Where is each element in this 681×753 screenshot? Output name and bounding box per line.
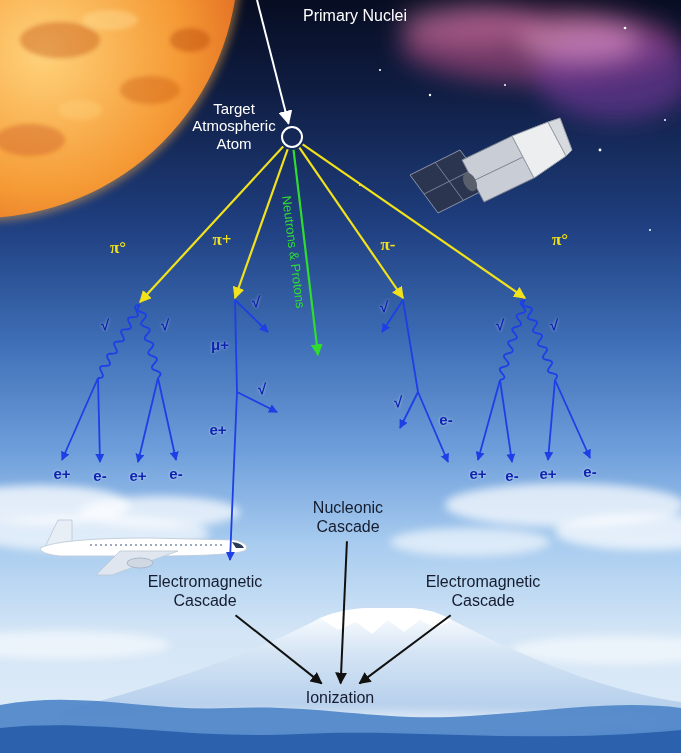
- cascade-label: Electromagnetic Cascade: [135, 572, 275, 610]
- nebula: [400, 3, 681, 120]
- result-node: Ionization: [302, 686, 379, 709]
- particle-label: μ+: [211, 337, 229, 354]
- particle-label: e-: [169, 466, 182, 483]
- cascade-node: Electromagnetic Cascade: [409, 570, 557, 612]
- particle-label: √: [101, 317, 109, 334]
- hills: [0, 700, 681, 753]
- particle-track: [230, 392, 237, 560]
- pion-label: π+: [212, 231, 231, 250]
- particle-label: √: [161, 317, 169, 334]
- particle-label: e+: [469, 466, 486, 483]
- cascade-label: Electromagnetic Cascade: [413, 572, 553, 610]
- cascade-label: Nucleonic Cascade: [293, 498, 403, 536]
- pion-label: π°: [110, 239, 126, 258]
- atom-circle: Target Atmospheric Atom: [281, 126, 303, 148]
- pion-arrow: [299, 148, 403, 298]
- pion-arrow: [235, 149, 288, 298]
- particle-label: e+: [129, 468, 146, 485]
- stars: [359, 27, 666, 231]
- particle-label: √: [380, 299, 388, 316]
- particle-track: [138, 378, 158, 462]
- photon-track: [138, 305, 161, 378]
- cascade-node: Electromagnetic Cascade: [131, 570, 279, 612]
- pion-label: π°: [552, 231, 568, 250]
- sun: [0, 0, 242, 222]
- particle-label: √: [550, 317, 558, 334]
- particle-label: e-: [439, 412, 452, 429]
- particle-label: e-: [93, 468, 106, 485]
- pion-label: π-: [381, 236, 396, 255]
- flow-arrow: [341, 541, 347, 683]
- particle-label: e+: [53, 466, 70, 483]
- airplane: [40, 520, 247, 575]
- photon-track: [98, 305, 140, 378]
- particle-label: √: [252, 294, 260, 311]
- source-label: Primary Nuclei: [303, 7, 407, 25]
- photon-track: [500, 300, 525, 380]
- flow-arrow: [360, 615, 451, 683]
- particle-label: √: [496, 317, 504, 334]
- particle-track: [555, 380, 590, 458]
- particle-track: [158, 378, 176, 460]
- particle-label: √: [258, 381, 266, 398]
- particle-label: e+: [539, 466, 556, 483]
- particle-track: [62, 378, 98, 460]
- particle-track: [235, 300, 268, 332]
- particle-tracks: [62, 0, 590, 560]
- photon-track: [523, 300, 557, 380]
- particle-track: [548, 380, 555, 460]
- particle-track: [500, 380, 512, 462]
- cascade-node: Nucleonic Cascade: [289, 496, 407, 538]
- particle-track: [237, 392, 277, 412]
- particle-label: e-: [505, 468, 518, 485]
- particle-track: [400, 392, 418, 428]
- primary-arrow: [257, 0, 289, 123]
- particle-label: e+: [209, 422, 226, 439]
- flow-arrow: [236, 615, 322, 683]
- particle-track: [478, 380, 500, 460]
- atom-label: Target Atmospheric Atom: [182, 100, 286, 152]
- particle-track: [403, 300, 418, 392]
- pion-arrow: [303, 144, 525, 298]
- particle-track: [235, 300, 237, 392]
- spacecraft: [410, 118, 572, 213]
- particle-label: √: [394, 394, 402, 411]
- particle-label: e-: [583, 464, 596, 481]
- particle-track: [98, 378, 100, 462]
- result-label: Ionization: [306, 688, 375, 707]
